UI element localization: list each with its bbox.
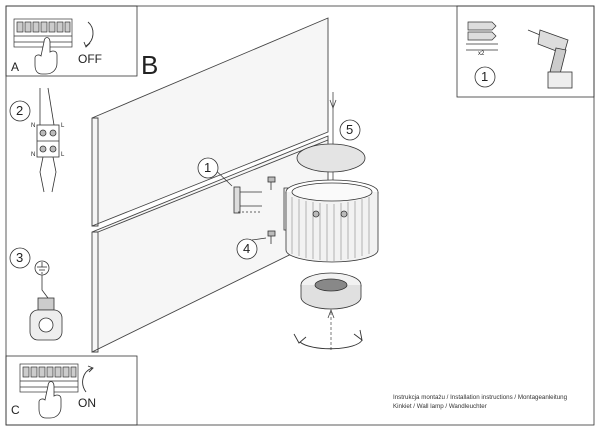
step-4-number: 4: [243, 241, 251, 256]
wire-n-top-label: N: [31, 123, 36, 129]
panel-a-action: OFF: [78, 52, 102, 66]
step-1-bracket-number: 1: [204, 160, 212, 175]
screw-count-label: x2: [478, 51, 485, 57]
mounting-bracket: [233, 186, 262, 214]
arrow-icon: [85, 21, 94, 47]
lamp-body: [283, 179, 379, 263]
step-5-number: 5: [346, 122, 354, 137]
caption-line-1: Instrukcja montażu / Installation instru…: [393, 394, 568, 401]
step-2-number: 2: [16, 103, 24, 118]
wire-connector-icon: [36, 87, 60, 193]
hand-icon: [38, 381, 62, 419]
step-3-number: 3: [16, 250, 24, 265]
panel-c-letter: C: [11, 403, 20, 417]
rotate-arrow-icon: [299, 339, 363, 350]
tools-panel-frame: [456, 5, 595, 98]
fuse-icon: [29, 297, 63, 341]
panel-a-letter: A: [11, 60, 20, 74]
diffuser-disk: [296, 143, 366, 173]
drill-icon: [527, 29, 573, 89]
step-1-tools-number: 1: [481, 69, 489, 84]
terminal-block-icon: [13, 18, 73, 48]
screw-icon: [267, 176, 276, 244]
panel-b-letter: B: [141, 50, 159, 80]
caption-line-2: Kinkiet / Wall lamp / Wandleuchter: [393, 403, 487, 410]
ground-icon: [34, 260, 50, 299]
wall-plug-icon: [467, 21, 497, 41]
panel-c-action: ON: [78, 396, 96, 410]
arrow-icon: [82, 367, 93, 393]
page-frame: [5, 5, 595, 426]
wall: [91, 17, 329, 353]
lamp-cap: [300, 272, 362, 310]
wire-l-top-label: L: [61, 123, 65, 129]
wire-n-bottom-label: N: [31, 152, 36, 158]
hand-icon: [34, 37, 58, 75]
panel-a-frame: [5, 5, 138, 77]
panel-c-frame: [5, 355, 138, 426]
screw-icon: [466, 43, 498, 51]
wire-l-bottom-label: L: [61, 152, 65, 158]
